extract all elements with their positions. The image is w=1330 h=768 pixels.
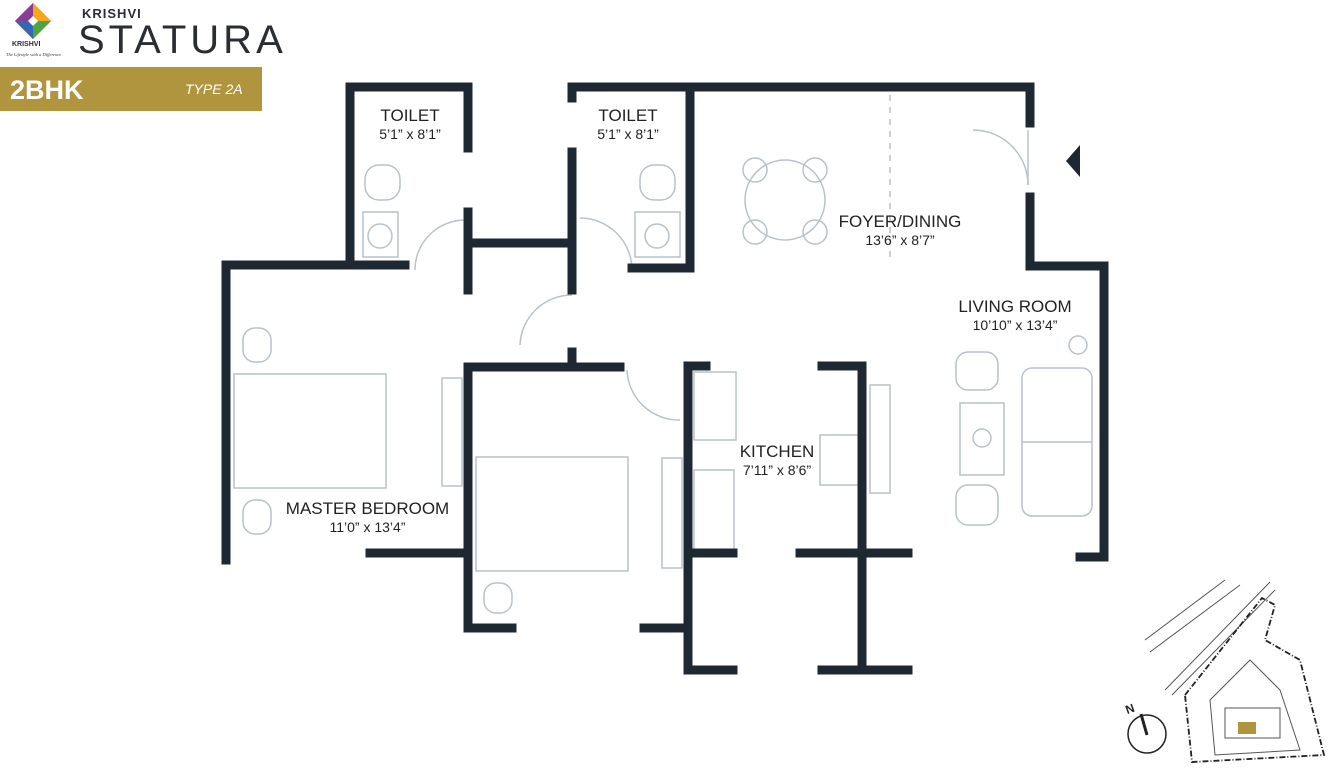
room-name: LIVING ROOM (958, 297, 1072, 316)
logo-diamond-icon (15, 3, 51, 39)
room-dim: 7’11” x 8’6” (742, 462, 812, 478)
unit-banner: 2BHK TYPE 2A (0, 67, 262, 111)
entry-arrow-icon (1066, 145, 1080, 177)
room-dim: 13’6” x 8’7” (865, 232, 935, 248)
compass-icon: N (1124, 701, 1167, 754)
room-name: FOYER/DINING (838, 212, 962, 231)
logo-text: KRISHVI (12, 41, 41, 48)
project-name: STATURA (78, 18, 287, 62)
room-name: KITCHEN (739, 442, 815, 461)
room-dim: 5’1” x 8’1” (597, 126, 659, 142)
room-name: TOILET (598, 106, 658, 125)
room-dim: 10’10” x 13’4” (972, 317, 1058, 333)
unit-type: TYPE 2A (185, 81, 243, 97)
furniture (233, 95, 1093, 614)
room-name: MASTER BEDROOM (285, 499, 450, 518)
room-dim: 11’0” x 13’4” (329, 519, 406, 535)
walls (221, 82, 1109, 675)
brand-word: KRISHVI (82, 6, 142, 21)
compass-north-label: N (1124, 701, 1137, 717)
room-name: TOILET (380, 106, 440, 125)
logo (14, 2, 52, 40)
room-dim: 5’1” x 8’1” (379, 126, 441, 142)
logo-tagline: The Lifestyle with a Difference (6, 52, 62, 57)
unit-title: 2BHK (10, 75, 84, 105)
site-plan (1144, 579, 1326, 763)
